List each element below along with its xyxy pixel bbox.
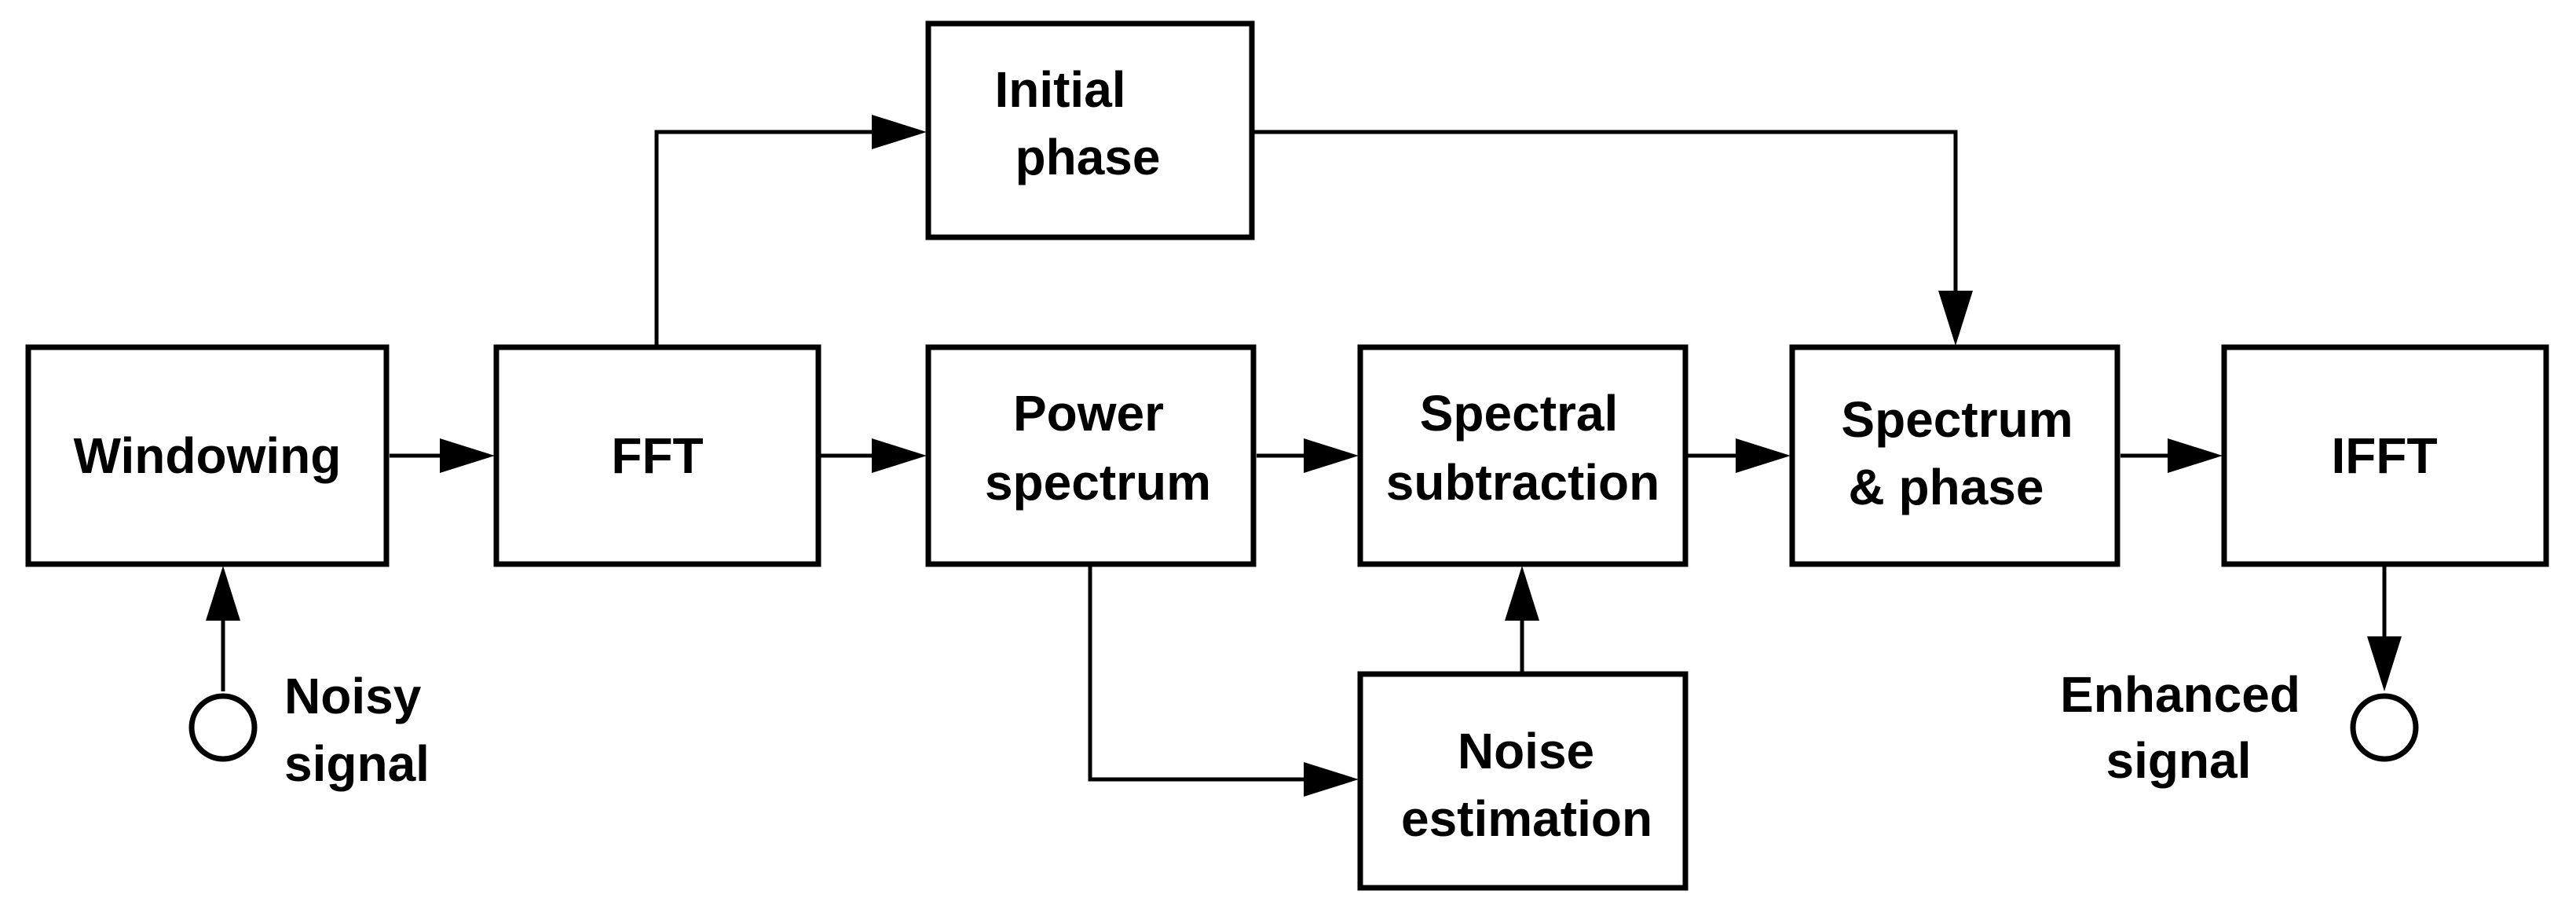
block-power-spectrum: Power spectrum	[925, 344, 1257, 567]
arrowhead-spectrum-phase-top	[1938, 291, 1973, 346]
terminal-output: Enhanced signal	[2060, 666, 2419, 789]
arrowhead-fft	[440, 438, 495, 473]
arrowhead-spectrum-phase	[1736, 438, 1791, 473]
input-label-line2: signal	[284, 735, 430, 792]
terminal-input: Noisy signal	[188, 668, 430, 792]
block-windowing-label: Windowing	[74, 427, 342, 484]
connectors	[206, 115, 2402, 797]
block-spectrum-phase-label-line2: & phase	[1849, 459, 2044, 515]
block-windowing: Windowing	[25, 344, 390, 567]
block-noise-estimation: Noise estimation	[1357, 671, 1689, 891]
block-spectrum-phase: Spectrum & phase	[1789, 344, 2120, 567]
block-power-spectrum-label-line1: Power	[1013, 385, 1164, 442]
arrowhead-initial-phase	[872, 115, 927, 149]
block-spectral-subtraction: Spectral subtraction	[1357, 344, 1689, 567]
arrowhead-windowing	[206, 566, 240, 621]
input-terminal-circle	[188, 693, 258, 762]
block-fft: FFT	[493, 344, 821, 567]
output-terminal-circle	[2350, 693, 2419, 762]
input-label-line1: Noisy	[284, 668, 422, 724]
arrowhead-ifft	[2168, 438, 2223, 473]
output-label-line2: signal	[2106, 732, 2252, 789]
block-initial-phase-label-line1: Initial	[994, 61, 1125, 118]
block-fft-label: FFT	[611, 427, 703, 484]
arrowhead-output	[2367, 636, 2402, 691]
arrowhead-spectral-subtraction	[1304, 438, 1359, 473]
arrowhead-spectral-subtraction-bottom	[1505, 566, 1539, 621]
block-initial-phase-label-line2: phase	[1015, 129, 1161, 185]
block-initial-phase: Initial phase	[925, 20, 1255, 240]
output-label-line1: Enhanced	[2060, 666, 2300, 723]
block-ifft: IFFT	[2221, 344, 2549, 567]
block-spectral-subtraction-label-line2: subtraction	[1386, 454, 1659, 511]
connector-fft-initial-phase	[654, 130, 887, 346]
connector-power-noise-estimation	[1088, 566, 1319, 782]
block-ifft-label: IFFT	[2331, 427, 2437, 484]
arrowhead-power-spectrum	[872, 438, 927, 473]
block-noise-estimation-label-line2: estimation	[1401, 790, 1652, 847]
arrowhead-noise-estimation	[1304, 762, 1359, 797]
block-spectral-subtraction-label-line1: Spectral	[1420, 385, 1619, 442]
block-power-spectrum-label-line2: spectrum	[985, 454, 1211, 511]
connector-initial-phase-spectrum-phase	[1253, 130, 1958, 306]
block-noise-estimation-label-line1: Noise	[1458, 723, 1594, 779]
block-spectrum-phase-label-line1: Spectrum	[1841, 391, 2073, 448]
